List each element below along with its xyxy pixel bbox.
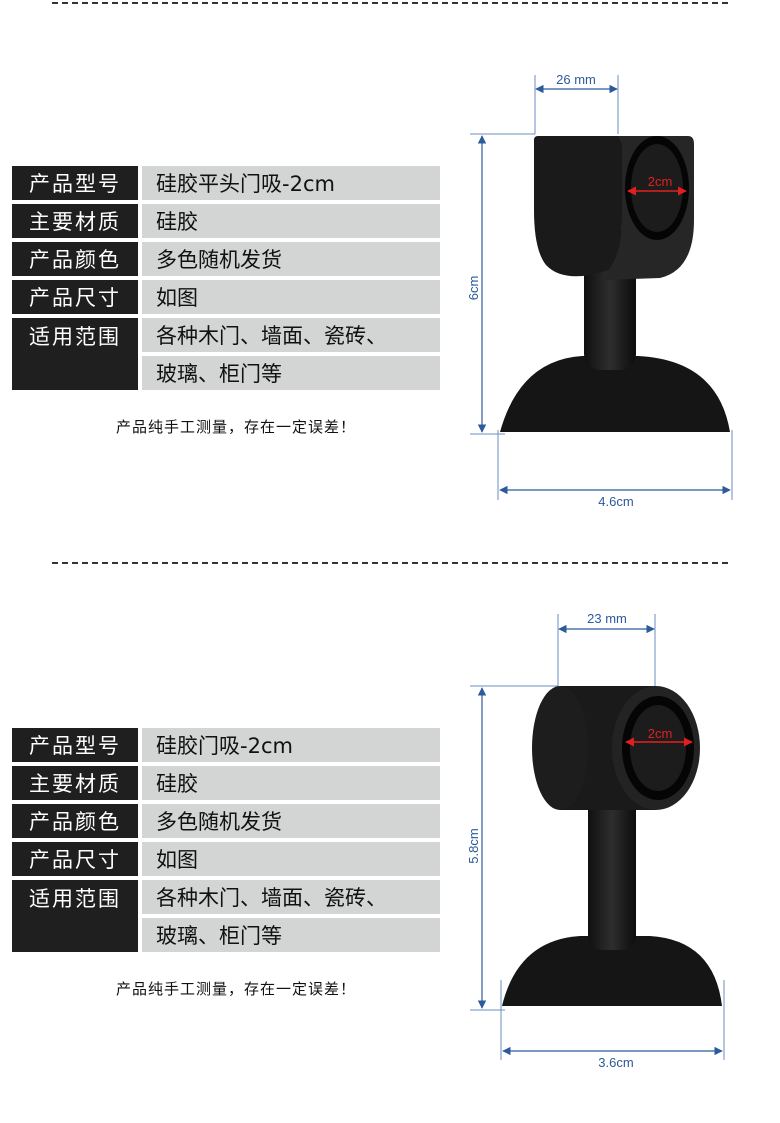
product2-diagram: 23 mm 5.8cm 3.6cm 2cm [466, 611, 725, 1070]
spec-value: 玻璃、柜门等 [142, 918, 440, 952]
spec-row-color: 产品颜色 多色随机发货 [12, 804, 440, 838]
spec-row-material: 主要材质 硅胶 [12, 766, 440, 800]
spec-label: 适用范围 [12, 880, 138, 952]
spec-row-usage: 适用范围 各种木门、墙面、瓷砖、 玻璃、柜门等 [12, 880, 440, 952]
spec-value: 多色随机发货 [142, 804, 440, 838]
spec-row-model: 产品型号 硅胶门吸-2cm [12, 728, 440, 762]
flat-door-stopper-image [500, 136, 730, 432]
spec-label: 产品颜色 [12, 804, 138, 838]
spec-label: 产品型号 [12, 728, 138, 762]
hole-label: 2cm [648, 726, 673, 741]
measurement-note: 产品纯手工测量，存在一定误差！ [115, 418, 356, 436]
spec-label: 产品尺寸 [12, 842, 138, 876]
base-width-label: 3.6cm [598, 1055, 633, 1070]
spec-label: 主要材质 [12, 204, 138, 238]
hole-label: 2cm [648, 174, 673, 189]
height-label: 6cm [466, 276, 481, 301]
product1-diagram: 26 mm 6cm 4.6cm 2cm [466, 72, 733, 509]
section-divider [52, 562, 728, 564]
base-width-label: 4.6cm [598, 494, 633, 509]
spec-label: 产品尺寸 [12, 280, 138, 314]
spec-value: 如图 [142, 842, 440, 876]
spec-row-color: 产品颜色 多色随机发货 [12, 242, 440, 276]
spec-value: 各种木门、墙面、瓷砖、 [142, 318, 440, 352]
product2-spec-table: 产品型号 硅胶门吸-2cm 主要材质 硅胶 产品颜色 多色随机发货 产品尺寸 如… [12, 728, 440, 952]
top-divider [52, 2, 728, 4]
spec-value: 如图 [142, 280, 440, 314]
spec-row-material: 主要材质 硅胶 [12, 204, 440, 238]
round-door-stopper-image [502, 686, 722, 1006]
spec-value: 玻璃、柜门等 [142, 356, 440, 390]
spec-row-model: 产品型号 硅胶平头门吸-2cm [12, 166, 440, 200]
spec-value: 硅胶 [142, 766, 440, 800]
spec-value: 多色随机发货 [142, 242, 440, 276]
spec-label: 适用范围 [12, 318, 138, 390]
spec-row-size: 产品尺寸 如图 [12, 842, 440, 876]
top-width-label: 23 mm [587, 611, 627, 626]
spec-value: 各种木门、墙面、瓷砖、 [142, 880, 440, 914]
measurement-note: 产品纯手工测量，存在一定误差！ [115, 980, 356, 998]
spec-label: 产品颜色 [12, 242, 138, 276]
spec-row-size: 产品尺寸 如图 [12, 280, 440, 314]
spec-value: 硅胶 [142, 204, 440, 238]
product1-spec-table: 产品型号 硅胶平头门吸-2cm 主要材质 硅胶 产品颜色 多色随机发货 产品尺寸… [12, 166, 440, 390]
spec-row-usage: 适用范围 各种木门、墙面、瓷砖、 玻璃、柜门等 [12, 318, 440, 390]
spec-value: 硅胶门吸-2cm [142, 728, 440, 762]
spec-label: 产品型号 [12, 166, 138, 200]
height-label: 5.8cm [466, 828, 481, 863]
top-width-label: 26 mm [556, 72, 596, 87]
spec-value: 硅胶平头门吸-2cm [142, 166, 440, 200]
spec-label: 主要材质 [12, 766, 138, 800]
